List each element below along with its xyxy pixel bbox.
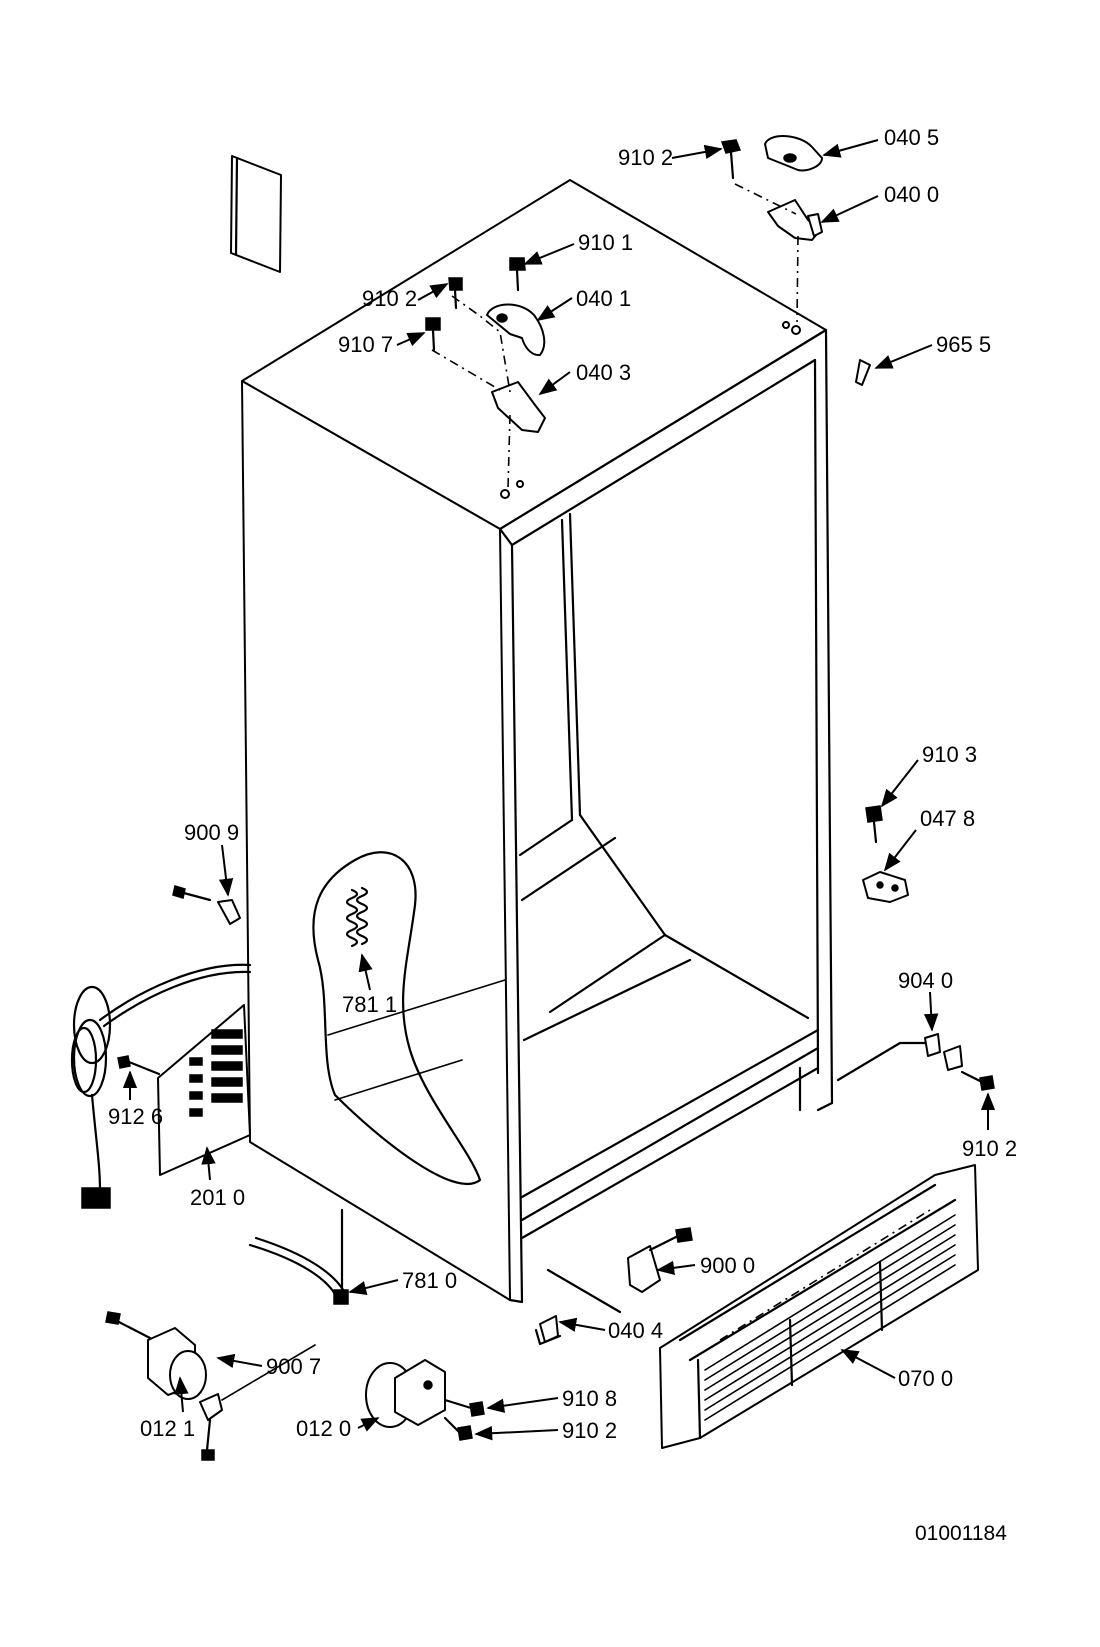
callout-040-4: 040 4 [608,1318,663,1343]
callout-900-9: 900 9 [184,820,239,845]
callout-910-3: 910 3 [922,742,977,767]
hinge-screw-9102-mid [448,277,463,310]
callout-040-3: 040 3 [576,360,631,385]
bracket-9000 [627,1227,693,1293]
callout-910-1: 910 1 [578,230,633,255]
callout-040-0: 040 0 [884,182,939,207]
manual-booklet [230,155,282,273]
callout-910-2-top: 910 2 [618,145,673,170]
clip-9007 [199,1344,316,1461]
callout-910-8: 910 8 [562,1386,617,1411]
roller-0120 [365,1359,446,1428]
callout-781-0: 781 0 [402,1268,457,1293]
callout-012-1: 012 1 [140,1416,195,1441]
screw-9126 [117,1055,161,1076]
callout-900-0: 900 0 [700,1253,755,1278]
hinge-screw-top [720,139,742,180]
hinge-screw-9101 [509,257,526,292]
callout-965-5: 965 5 [936,332,991,357]
callout-910-2-bottom: 910 2 [562,1418,617,1443]
callout-labels: 910 2 040 5 040 0 910 1 910 2 040 1 910 … [108,125,1017,1443]
drawing-number: 01001184 [915,1522,1007,1545]
grille-vents [704,1214,956,1421]
callout-201-0: 201 0 [190,1185,245,1210]
callout-900-7: 900 7 [266,1354,321,1379]
callout-012-0: 012 0 [296,1416,351,1441]
callout-910-2-mid: 910 2 [362,286,417,311]
screw-9103 [865,805,883,844]
leader-lines [122,139,996,1441]
power-cord [70,963,252,1209]
callout-040-5: 040 5 [884,125,939,150]
coiled-drain-hose [345,886,369,948]
screw-9108 [443,1398,485,1417]
toe-grille-0700 [659,1164,979,1449]
clip-9009 [172,885,241,925]
callout-040-1: 040 1 [576,286,631,311]
roller-0121 [105,1311,207,1400]
callout-910-7: 910 7 [338,332,393,357]
callout-781-1: 781 1 [342,992,397,1017]
callout-904-0: 904 0 [898,968,953,993]
panel-vents [189,1029,243,1117]
cutaway-view [312,851,506,1186]
top-hinge-center [431,295,546,489]
electrical-panel-2010 [157,1004,251,1176]
door-clip-9655 [855,359,871,386]
drain-tube-7810 [248,1208,349,1305]
callout-070-0: 070 0 [898,1366,953,1391]
screw-9102-bottom [443,1416,473,1441]
callout-047-8: 047 8 [920,806,975,831]
hinge-screw-9107 [425,317,441,352]
callout-912-6: 912 6 [108,1104,163,1129]
bracket-0478 [862,871,909,903]
callout-910-2-right: 910 2 [962,1136,1017,1161]
bracket-9040 [836,1033,995,1091]
bracket-0404 [534,1268,622,1346]
top-hinge-right [734,135,823,323]
